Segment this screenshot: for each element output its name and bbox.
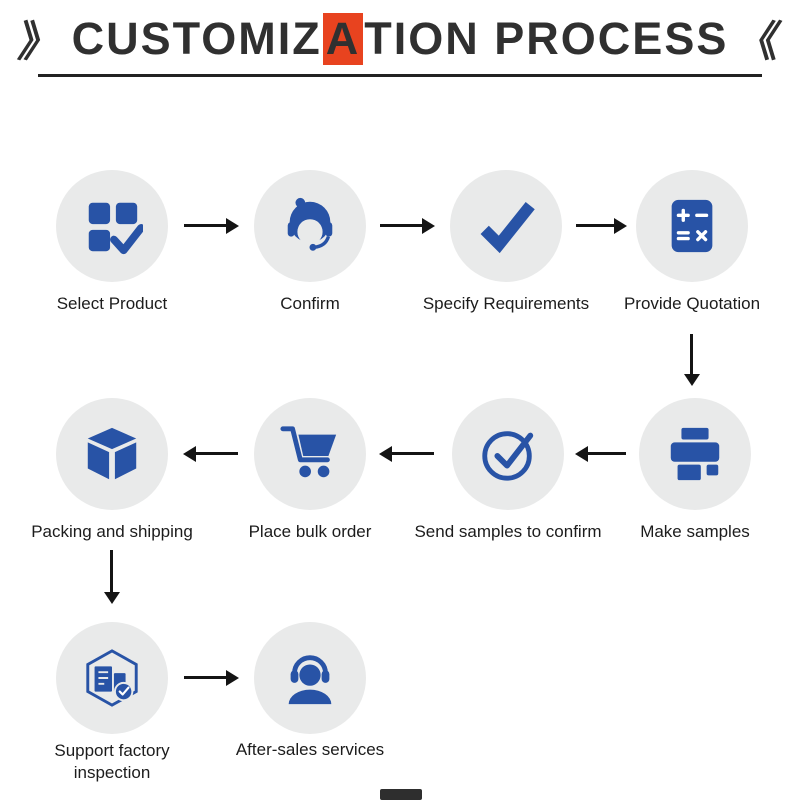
- right-chevrons-mark: 《: [733, 18, 784, 65]
- arrow-right-2: [380, 224, 422, 227]
- step-circle-specify-requirements: [450, 170, 562, 282]
- arrow-left-2: [392, 452, 434, 455]
- title-text-post: TION PROCESS: [364, 12, 729, 64]
- circle-check-icon: [482, 431, 534, 481]
- calculator-icon: [671, 199, 713, 253]
- arrow-down-2: [110, 550, 113, 592]
- package-box-icon: [87, 427, 137, 480]
- step-circle-select-product: [56, 170, 168, 282]
- step-label-provide-quotation: Provide Quotation: [623, 294, 761, 313]
- step-label-select-product: Select Product: [56, 294, 168, 313]
- step-circle-confirm: [254, 170, 366, 282]
- title-highlight-letter: A: [322, 12, 364, 65]
- headset-person-icon: [288, 655, 332, 705]
- step-label-factory-inspection: Support factory inspection: [54, 741, 170, 783]
- step-circle-packing-shipping: [56, 398, 168, 510]
- title-underline: [38, 74, 762, 77]
- arrow-down-1: [690, 334, 693, 374]
- step-label-packing-shipping: Packing and shipping: [31, 522, 193, 541]
- left-chevrons-mark: 》: [14, 18, 66, 65]
- arrow-left-3: [196, 452, 238, 455]
- bottom-crop-bar: [380, 789, 422, 800]
- title-text-pre: CUSTOMIZ: [71, 12, 322, 64]
- step-label-send-samples: Send samples to confirm: [414, 522, 602, 541]
- arrow-right-1: [184, 224, 226, 227]
- checkmark-icon: [480, 202, 535, 254]
- page-title: 》 CUSTOMIZATION PROCESS 《: [0, 8, 800, 69]
- product-grid-check-icon: [88, 202, 143, 255]
- step-label-make-samples: Make samples: [640, 522, 750, 541]
- step-circle-factory-inspection: [56, 622, 168, 734]
- step-circle-place-bulk-order: [254, 398, 366, 510]
- shopping-cart-icon: [280, 426, 337, 478]
- arrow-right-4: [184, 676, 226, 679]
- step-circle-send-samples: [452, 398, 564, 510]
- title-text: CUSTOMIZATION PROCESS: [71, 12, 729, 65]
- step-label-specify-requirements: Specify Requirements: [422, 294, 590, 313]
- printer-icon: [670, 427, 720, 481]
- step-circle-make-samples: [639, 398, 751, 510]
- step-label-confirm: Confirm: [280, 294, 340, 313]
- customer-service-icon: [287, 197, 333, 251]
- step-circle-after-sales: [254, 622, 366, 734]
- factory-inspection-icon: [86, 649, 138, 707]
- arrow-left-1: [588, 452, 626, 455]
- step-circle-provide-quotation: [636, 170, 748, 282]
- arrow-right-3: [576, 224, 614, 227]
- step-label-after-sales: After-sales services: [235, 740, 385, 759]
- step-label-place-bulk-order: Place bulk order: [248, 522, 372, 541]
